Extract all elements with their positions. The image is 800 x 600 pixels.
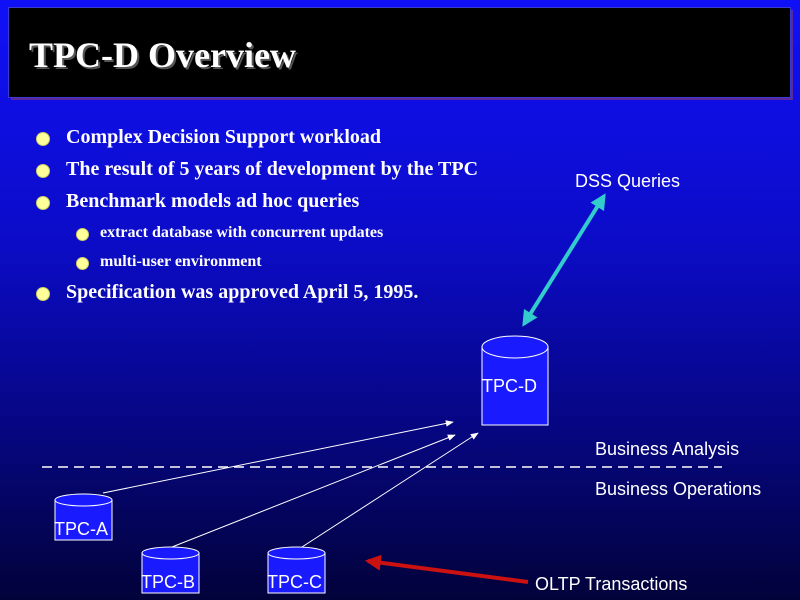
bullet-dot-icon <box>36 196 50 210</box>
bullet-dot-icon <box>36 287 50 301</box>
slide-title: TPC-D Overview <box>29 35 296 75</box>
tpc-b-label: TPC-B <box>141 572 195 592</box>
business-analysis-label: Business Analysis <box>595 439 740 459</box>
oltp-transactions-label: OLTP Transactions <box>535 574 688 594</box>
tpc-b-database-icon <box>141 546 200 594</box>
tpc-c-update-arrow <box>301 432 479 548</box>
bullet-item: Complex Decision Support workload <box>36 126 382 149</box>
tpc-d-label: TPC-D <box>482 376 537 396</box>
bullet-text: extract database with concurrent updates <box>100 224 384 241</box>
dss-query-arrow <box>522 193 606 327</box>
tpc-a-database-icon <box>54 493 113 541</box>
title-bar: TPC-D Overview <box>8 7 791 98</box>
bullet-dot-icon <box>36 132 50 146</box>
bullet-item: The result of 5 years of development by … <box>36 158 479 181</box>
business-operations-label: Business Operations <box>595 479 762 499</box>
oltp-transactions-arrow <box>364 554 529 584</box>
bullet-text: The result of 5 years of development by … <box>66 158 479 180</box>
tpc-b-update-arrow <box>171 434 456 548</box>
bullet-text: Benchmark models ad hoc queries <box>66 190 360 212</box>
tpc-a-update-arrow <box>102 420 454 494</box>
sub-bullet-item: extract database with concurrent updates <box>76 224 384 242</box>
tpc-a-label: TPC-A <box>54 519 108 539</box>
bullet-dot-icon <box>76 228 89 241</box>
sub-bullet-item: multi-user environment <box>76 253 262 271</box>
bullet-text: Complex Decision Support workload <box>66 126 382 148</box>
bullet-text: Specification was approved April 5, 1995… <box>66 281 419 303</box>
bullet-item: Benchmark models ad hoc queries <box>36 190 360 213</box>
tpc-c-label: TPC-C <box>267 572 322 592</box>
dss-queries-label: DSS Queries <box>575 171 681 191</box>
bullet-dot-icon <box>76 257 89 270</box>
bullet-dot-icon <box>36 164 50 178</box>
bullet-text: multi-user environment <box>100 253 262 270</box>
tpc-c-database-icon <box>267 546 326 594</box>
tpc-d-database-icon <box>481 335 549 426</box>
bullet-item: Specification was approved April 5, 1995… <box>36 281 419 304</box>
